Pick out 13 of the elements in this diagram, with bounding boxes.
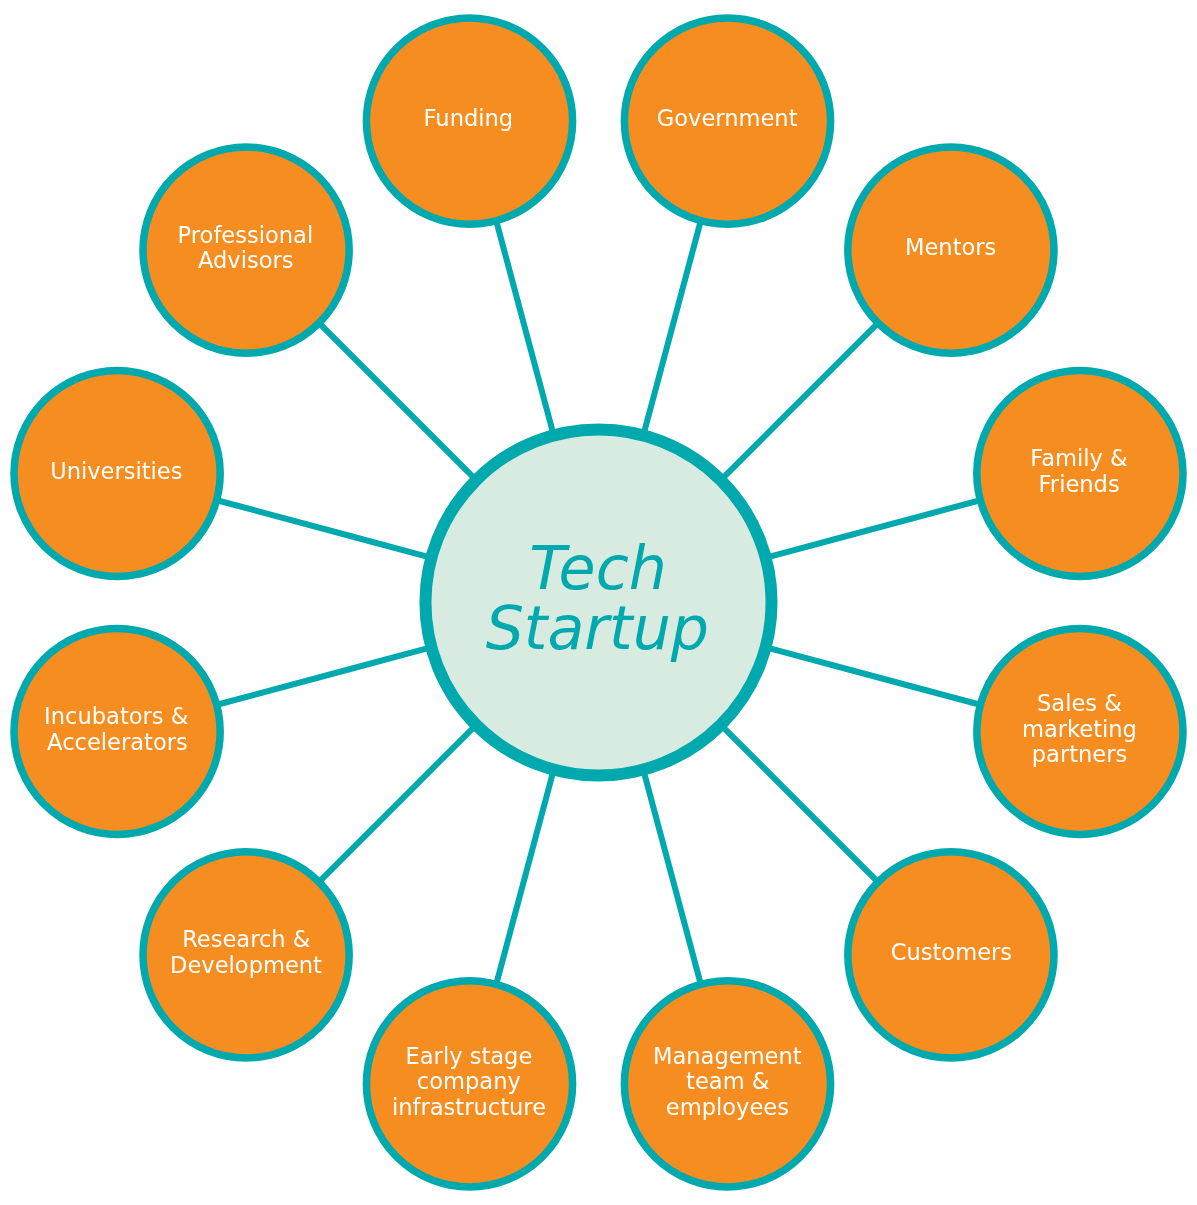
node-circle: Professional Advisors: [139, 143, 353, 357]
node-circle: Government: [620, 14, 835, 228]
node-circle: Customers: [844, 848, 1058, 1062]
node-circle: Management team & employees: [620, 977, 835, 1191]
node-circle: Incubators & Accelerators: [10, 624, 224, 839]
node-circle: Research & Development: [139, 848, 353, 1062]
node-circle: Sales & marketing partners: [973, 624, 1187, 839]
node-circle: Early stage company infrastructure: [362, 977, 577, 1191]
node-circle: Family & Friends: [973, 366, 1187, 581]
node-circle: Mentors: [844, 143, 1058, 357]
node-circle: Universities: [10, 366, 224, 581]
node-circle: Tech Startup: [419, 423, 778, 782]
node-circle: Funding: [362, 14, 577, 228]
